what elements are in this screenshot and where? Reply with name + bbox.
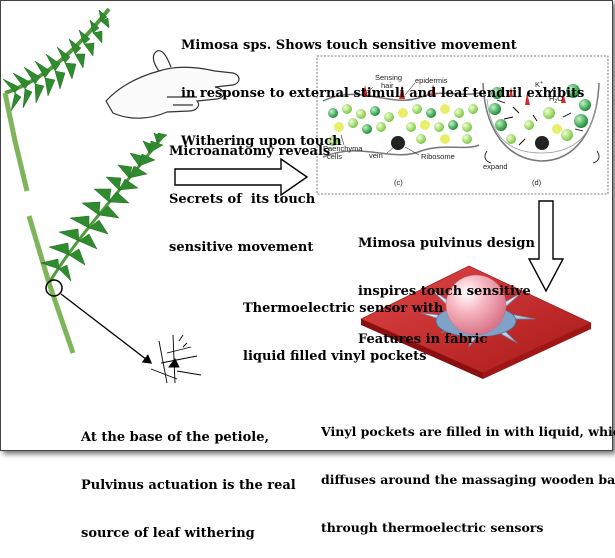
vinyl-pockets-line-3: through thermoelectric sensors: [321, 520, 544, 535]
vinyl-pockets-line-2: diffuses around the massaging wooden bal…: [321, 472, 615, 487]
panel-c-label: (c): [394, 178, 403, 187]
pulvinus-highlight-circle: [45, 279, 63, 297]
microanatomy-panel-c: Sensing hair epidermis Paenchyma cells v…: [322, 73, 480, 187]
panel-d-label: (d): [532, 178, 542, 187]
vein-bundle-c: [391, 136, 405, 150]
mimosa-intro-caption: Mimosa sps. Shows touch sensitive moveme…: [181, 6, 584, 166]
petiole-base-line-2: Pulvinus actuation is the real: [81, 478, 296, 493]
mimosa-intro-line-1: Mimosa sps. Shows touch sensitive moveme…: [181, 38, 517, 53]
mimosa-intro-line-2: in response to external stimuli and leaf…: [181, 86, 585, 101]
microanatomy-panel-d: K+ H2O expand (d): [482, 80, 600, 187]
vinyl-pockets-line-1: Vinyl pockets are filled in with liquid,…: [321, 424, 615, 439]
petiole-base-caption: At the base of the petiole, Pulvinus act…: [81, 398, 296, 558]
parenchyma-cells-d: [489, 84, 591, 144]
h2o-label: H2O: [549, 94, 563, 105]
paenchyma-label-1: Paenchyma: [323, 144, 363, 153]
illustration-canvas: Sensing hair epidermis Paenchyma cells v…: [2, 7, 609, 384]
pulvinus-design-caption: Mimosa pulvinus design inspires touch se…: [358, 204, 535, 364]
petiole-base-line-1: At the base of the petiole,: [81, 430, 270, 445]
expand-label: expand: [483, 162, 508, 171]
mimosa-leaf-lower: [40, 132, 168, 284]
pulvinus-design-line-1: Mimosa pulvinus design: [358, 236, 535, 251]
touching-hand-illustration: [105, 50, 240, 119]
hollow-arrow-right: [174, 157, 309, 197]
massaging-wooden-ball: [445, 274, 507, 336]
figure-frame: Sensing hair epidermis Paenchyma cells v…: [0, 0, 615, 541]
pulvinus-sketch: [150, 334, 202, 384]
mimosa-intro-line-3: Withering upon touch: [181, 134, 342, 149]
epidermis-label: epidermis: [415, 76, 448, 85]
thermo-sensor-caption: Thermoelectric sensor with liquid filled…: [243, 269, 443, 381]
fabric-sensor-illustration: [360, 265, 592, 379]
sensing-hair-label-2: hair: [381, 81, 394, 90]
pulvinus-design-line-2: inspires touch sensitive: [358, 284, 531, 299]
parenchyma-cells-c: [328, 104, 478, 146]
mimosa-leaf-upper: [2, 7, 111, 112]
mimosa-stem-upper: [2, 92, 30, 192]
vein-bundle-d: [535, 136, 549, 150]
hollow-arrow-down: [527, 200, 565, 293]
microanatomy-panel: Sensing hair epidermis Paenchyma cells v…: [316, 55, 609, 195]
mimosa-stem-lower: [26, 215, 76, 354]
vinyl-pockets-caption: Vinyl pockets are filled in with liquid,…: [321, 392, 615, 552]
microanatomy-line-1: Microanatomy reveals: [169, 144, 331, 159]
vein-label: vein: [369, 151, 383, 160]
microanatomy-caption: Microanatomy reveals Secrets of its touc…: [169, 112, 330, 272]
pulvinus-zoom-arrow: [60, 293, 153, 364]
microanatomy-line-2: Secrets of its touch: [169, 192, 316, 207]
pulvinus-design-line-3: Features in fabric: [358, 332, 488, 347]
microanatomy-line-3: sensitive movement: [169, 240, 314, 255]
thermo-sensor-line-2: liquid filled vinyl pockets: [243, 349, 427, 364]
ribosome-label: Ribosome: [421, 152, 455, 161]
petiole-base-line-3: source of leaf withering: [81, 526, 255, 541]
thermo-sensor-line-1: Thermoelectric sensor with: [243, 301, 444, 316]
paenchyma-label-2: cells: [327, 152, 342, 161]
k-ion-label: K+: [535, 80, 543, 89]
sensing-hair-label-1: Sensing: [375, 73, 402, 82]
